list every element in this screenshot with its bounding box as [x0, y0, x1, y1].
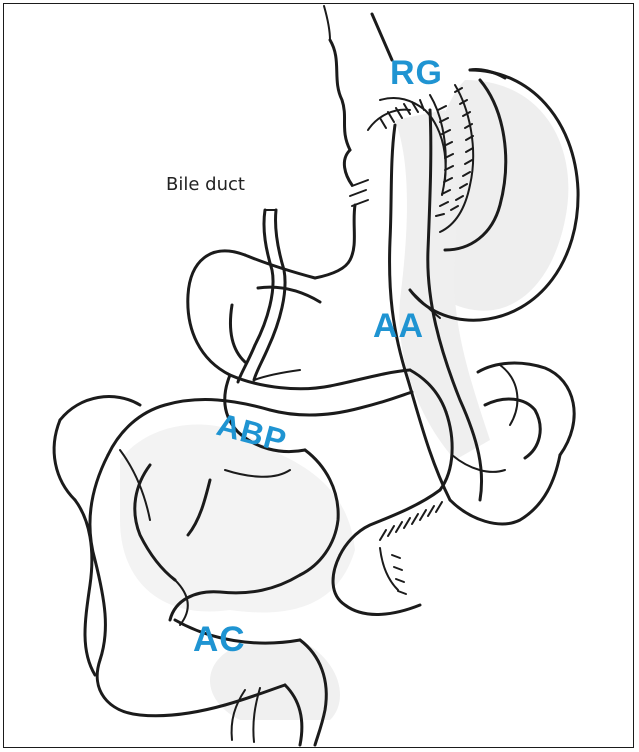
- bile-duct: [238, 210, 300, 382]
- bile-duct-label: Bile duct: [166, 176, 245, 194]
- ac-label: AC: [193, 622, 246, 657]
- aa-label: AA: [373, 309, 424, 343]
- rg-label: RG: [390, 56, 443, 90]
- esophagus: [315, 6, 392, 278]
